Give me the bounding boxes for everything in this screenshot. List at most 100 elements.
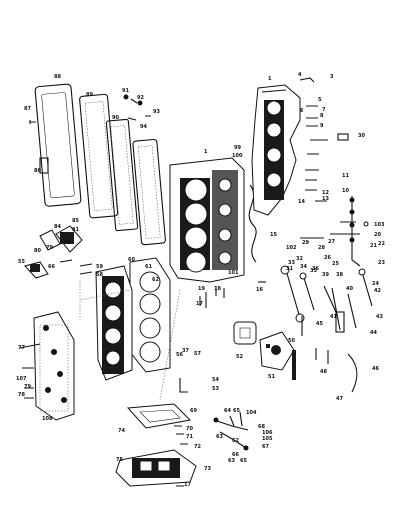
label-62-lower: 62 — [232, 438, 239, 444]
label-37: 37 — [182, 348, 189, 354]
exhaust-divider-plate — [105, 118, 139, 232]
label-94: 94 — [140, 124, 147, 130]
label-50: 50 — [288, 338, 295, 344]
label-73: 73 — [204, 466, 211, 472]
label-35: 35 — [310, 268, 317, 274]
label-3: 3 — [330, 74, 334, 80]
label-100: 100 — [232, 153, 243, 159]
label-31: 31 — [286, 266, 293, 272]
label-81: 81 — [72, 227, 79, 233]
water-hose — [347, 353, 358, 393]
label-57: 57 — [194, 351, 201, 357]
label-1-crankcase: 1 — [268, 76, 272, 82]
label-87: 87 — [24, 106, 31, 112]
label-63: 63 — [216, 434, 223, 440]
label-17-lower: 17 — [184, 482, 191, 488]
label-53: 53 — [212, 386, 219, 392]
label-47: 47 — [336, 396, 343, 402]
label-84: 84 — [54, 224, 61, 230]
label-20: 20 — [374, 232, 381, 238]
label-16: 16 — [256, 287, 263, 293]
exhaust-inner-gasket — [132, 138, 166, 246]
label-63-lower: 63 — [228, 458, 235, 464]
screw-set-right — [301, 316, 329, 364]
label-28: 28 — [318, 245, 325, 251]
label-9: 9 — [320, 123, 324, 129]
cylinder-block — [169, 157, 245, 283]
label-108: 108 — [42, 416, 53, 422]
label-42: 42 — [374, 288, 381, 294]
label-88: 88 — [54, 74, 61, 80]
pin-strip — [292, 350, 296, 380]
label-107: 107 — [16, 376, 27, 382]
label-62: 62 — [152, 277, 159, 283]
label-45: 45 — [316, 321, 323, 327]
adapter-bolts — [19, 343, 41, 399]
label-86: 86 — [34, 168, 41, 174]
label-79-lower: 79 — [24, 384, 31, 390]
label-71: 71 — [186, 434, 193, 440]
label-12: 12 — [322, 190, 329, 196]
label-75: 75 — [116, 457, 123, 463]
label-77: 77 — [18, 345, 25, 351]
label-106: 106 — [262, 430, 273, 436]
label-72: 72 — [194, 444, 201, 450]
reed-valve-blocks — [24, 225, 93, 279]
label-11: 11 — [342, 173, 349, 179]
label-85: 85 — [72, 218, 79, 224]
label-82: 82 — [64, 240, 71, 246]
label-14: 14 — [298, 199, 305, 205]
label-43: 43 — [376, 314, 383, 320]
label-66: 66 — [48, 264, 55, 270]
label-74: 74 — [118, 428, 125, 434]
label-30: 30 — [358, 133, 365, 139]
part-labels: 88 87 86 89 90 91 92 93 94 85 84 83 81 8… — [16, 72, 385, 488]
label-91: 91 — [122, 88, 129, 94]
label-51: 51 — [268, 374, 275, 380]
label-99: 99 — [234, 145, 241, 151]
label-27: 27 — [328, 239, 335, 245]
label-19: 19 — [198, 286, 205, 292]
head-gasket — [129, 257, 171, 373]
label-36: 36 — [312, 266, 319, 272]
label-92: 92 — [137, 95, 144, 101]
label-90: 90 — [112, 115, 119, 121]
label-6: 6 — [300, 108, 304, 114]
label-41: 41 — [330, 314, 337, 320]
fuel-line-assembly — [300, 196, 369, 267]
label-8: 8 — [320, 113, 324, 119]
crankcase-cover — [251, 84, 301, 216]
label-17: 17 — [196, 301, 203, 307]
label-60: 60 — [128, 257, 135, 263]
exhaust-plate-gasket — [126, 403, 192, 429]
label-58: 58 — [96, 272, 103, 278]
label-78: 78 — [18, 392, 25, 398]
label-104: 104 — [246, 410, 257, 416]
connecting-rods — [280, 265, 373, 333]
label-103: 103 — [374, 222, 385, 228]
label-24: 24 — [372, 281, 379, 287]
label-44: 44 — [370, 330, 377, 336]
label-67: 67 — [262, 444, 269, 450]
thermostat-housing — [233, 321, 257, 345]
label-1-block: 1 — [204, 149, 208, 155]
label-29: 29 — [302, 240, 309, 246]
label-61: 61 — [145, 264, 152, 270]
exhaust-cover-gasket — [34, 83, 82, 207]
label-83: 83 — [60, 232, 67, 238]
label-54: 54 — [212, 377, 219, 383]
center-fasteners — [199, 281, 266, 308]
exhaust-plate-housing — [115, 449, 197, 487]
small-plate — [39, 157, 49, 174]
label-33: 33 — [288, 260, 295, 266]
label-59: 59 — [96, 264, 103, 270]
label-102: 102 — [286, 245, 297, 251]
label-22: 22 — [378, 241, 385, 247]
label-26: 26 — [324, 255, 331, 261]
exhaust-cover-plate — [79, 93, 119, 219]
label-13: 13 — [322, 196, 329, 202]
water-pump-cover — [259, 331, 295, 371]
label-101: 101 — [228, 270, 239, 276]
label-80: 80 — [34, 248, 41, 254]
adapter-plate — [33, 311, 75, 421]
